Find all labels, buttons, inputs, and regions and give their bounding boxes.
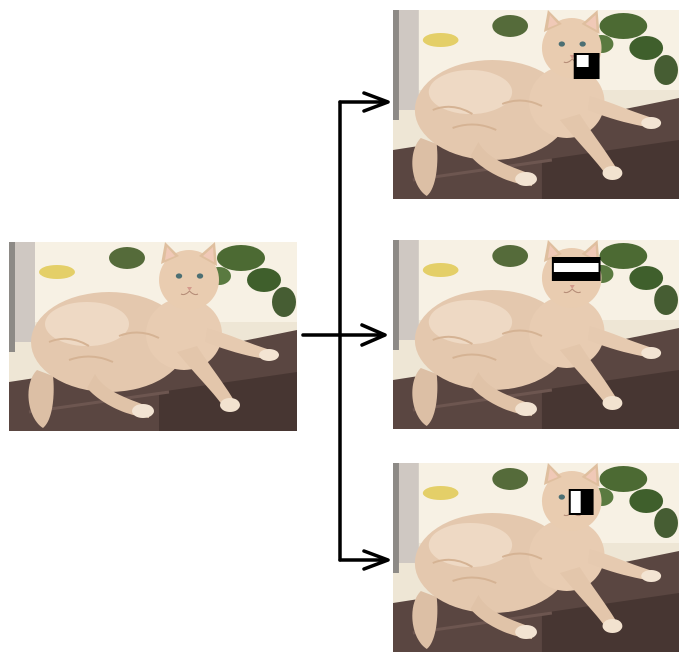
arrowhead-top — [362, 91, 390, 113]
output-cat-image-2 — [391, 238, 681, 431]
arrowhead-middle — [360, 323, 387, 347]
output-cat-image-1 — [391, 8, 681, 201]
source-cat-image — [7, 240, 299, 433]
haar-feature-vertical-two-rect — [568, 489, 594, 515]
branching-arrows — [301, 91, 390, 571]
arrowhead-bottom — [362, 549, 390, 571]
output-cat-image-3 — [391, 461, 681, 654]
haar-feature-horizontal-stripes — [551, 257, 601, 281]
haar-feature-corner-square — [573, 53, 600, 79]
